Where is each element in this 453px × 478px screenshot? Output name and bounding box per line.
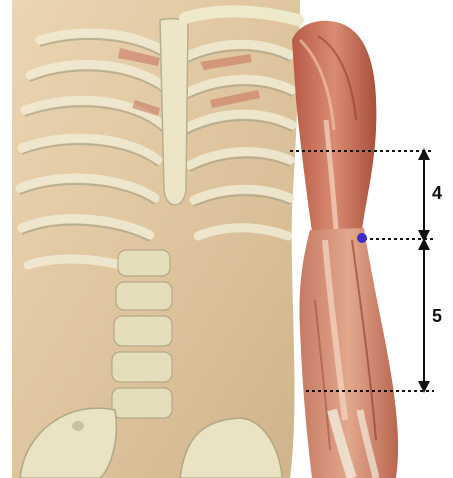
upper-arm [292,21,376,232]
segment-label-lower: 5 [432,306,442,326]
forearm [299,228,398,478]
segment-label-upper: 4 [432,183,442,203]
arrowhead-upper-top [418,148,430,160]
sternum [160,19,188,205]
point-marker [357,233,367,243]
